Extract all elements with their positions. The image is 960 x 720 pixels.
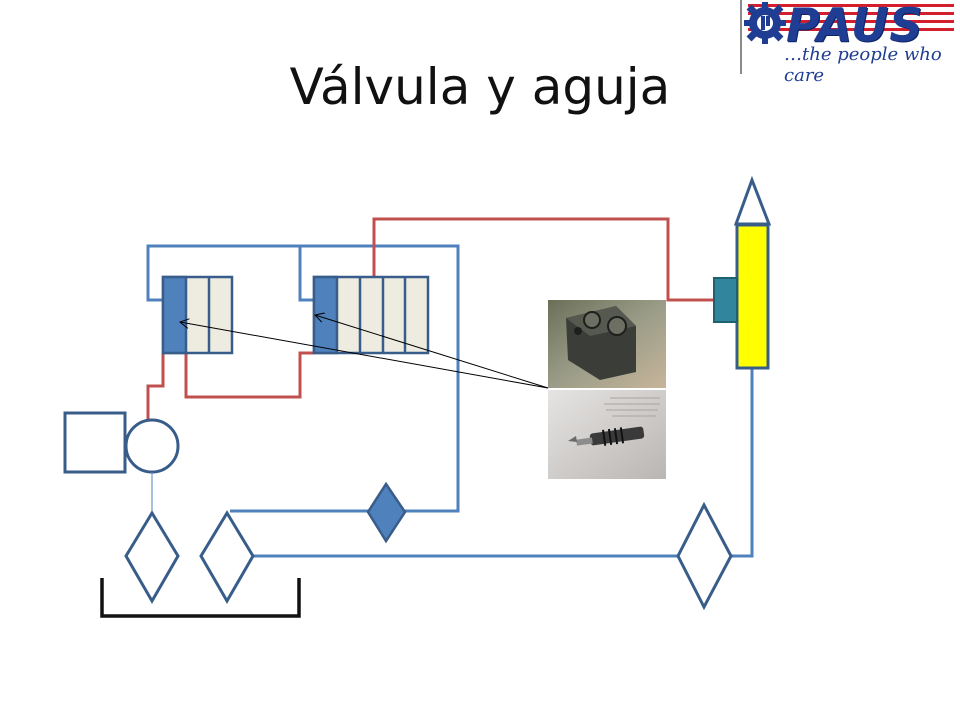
gear-logo-icon [744, 2, 786, 44]
filter-left-symbol [124, 510, 180, 604]
valve-1 [161, 275, 234, 355]
motor-box [63, 411, 127, 474]
cylinder-tip [733, 175, 772, 226]
logo-wordmark: PAUS [786, 0, 924, 52]
slide-title: Válvula y aguja [289, 58, 671, 116]
pointer-arrow-valve-1 [180, 322, 549, 389]
filter-right-symbol [676, 501, 733, 611]
pointer-arrow-valve-2 [315, 315, 549, 389]
valve-2 [312, 275, 430, 355]
cylinder-piston [713, 277, 738, 323]
pump-circle [124, 418, 180, 474]
supply-line-upper [146, 244, 460, 513]
valve-block-photo [548, 300, 666, 388]
pressure-lines [146, 217, 714, 420]
logo-stripe [748, 12, 954, 15]
logo-stripe [748, 20, 954, 23]
filter-middle-symbol [199, 510, 255, 604]
logo-divider [740, 0, 742, 74]
logo-tagline: …the people who care [784, 44, 942, 86]
logo-stripe [748, 4, 954, 7]
pressure-line-pump [146, 353, 165, 420]
supply-line-cylinder [731, 368, 754, 558]
check-valve-symbol [366, 481, 407, 544]
cylinder [713, 175, 772, 370]
tank-symbol [100, 578, 301, 618]
supply-lines [146, 244, 754, 558]
pressure-line-valves [184, 351, 314, 399]
needle-photo [548, 390, 666, 479]
pressure-line-cylinder [372, 217, 714, 302]
logo-stripe [748, 28, 954, 31]
supply-line-valve2 [298, 246, 314, 302]
cylinder-body [735, 223, 770, 370]
